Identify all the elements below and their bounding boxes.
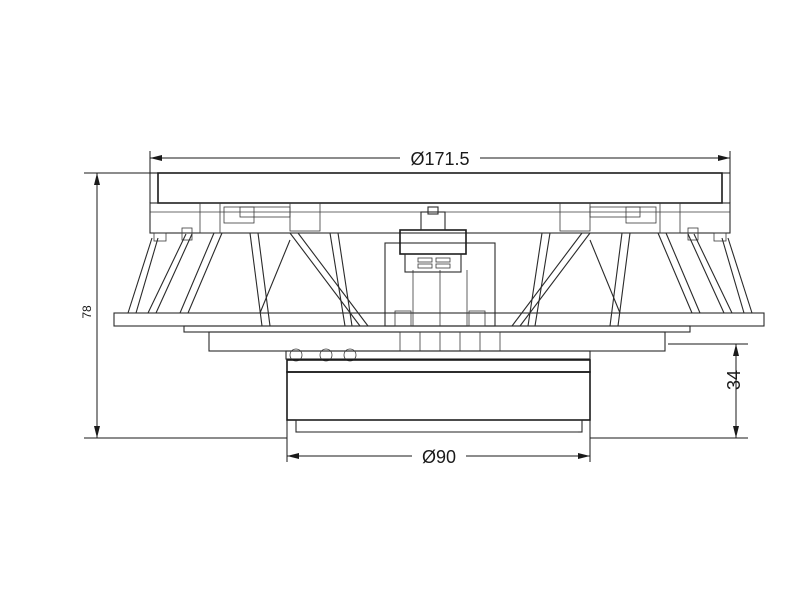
terminal-connector [399,206,467,273]
dimension-motor-height: 34 [590,343,748,439]
dimension-inner-diameter: Ø90 [286,420,591,467]
inner-diameter-label: Ø90 [422,447,456,467]
dimension-total-height: 78 [80,172,287,439]
magnet-assembly [286,359,591,433]
speaker-body [113,172,765,433]
total-height-label: 78 [80,305,94,319]
dimension-outer-diameter: Ø171.5 [149,149,731,203]
outer-diameter-label: Ø171.5 [410,149,469,169]
motor-height-label: 34 [724,370,744,390]
